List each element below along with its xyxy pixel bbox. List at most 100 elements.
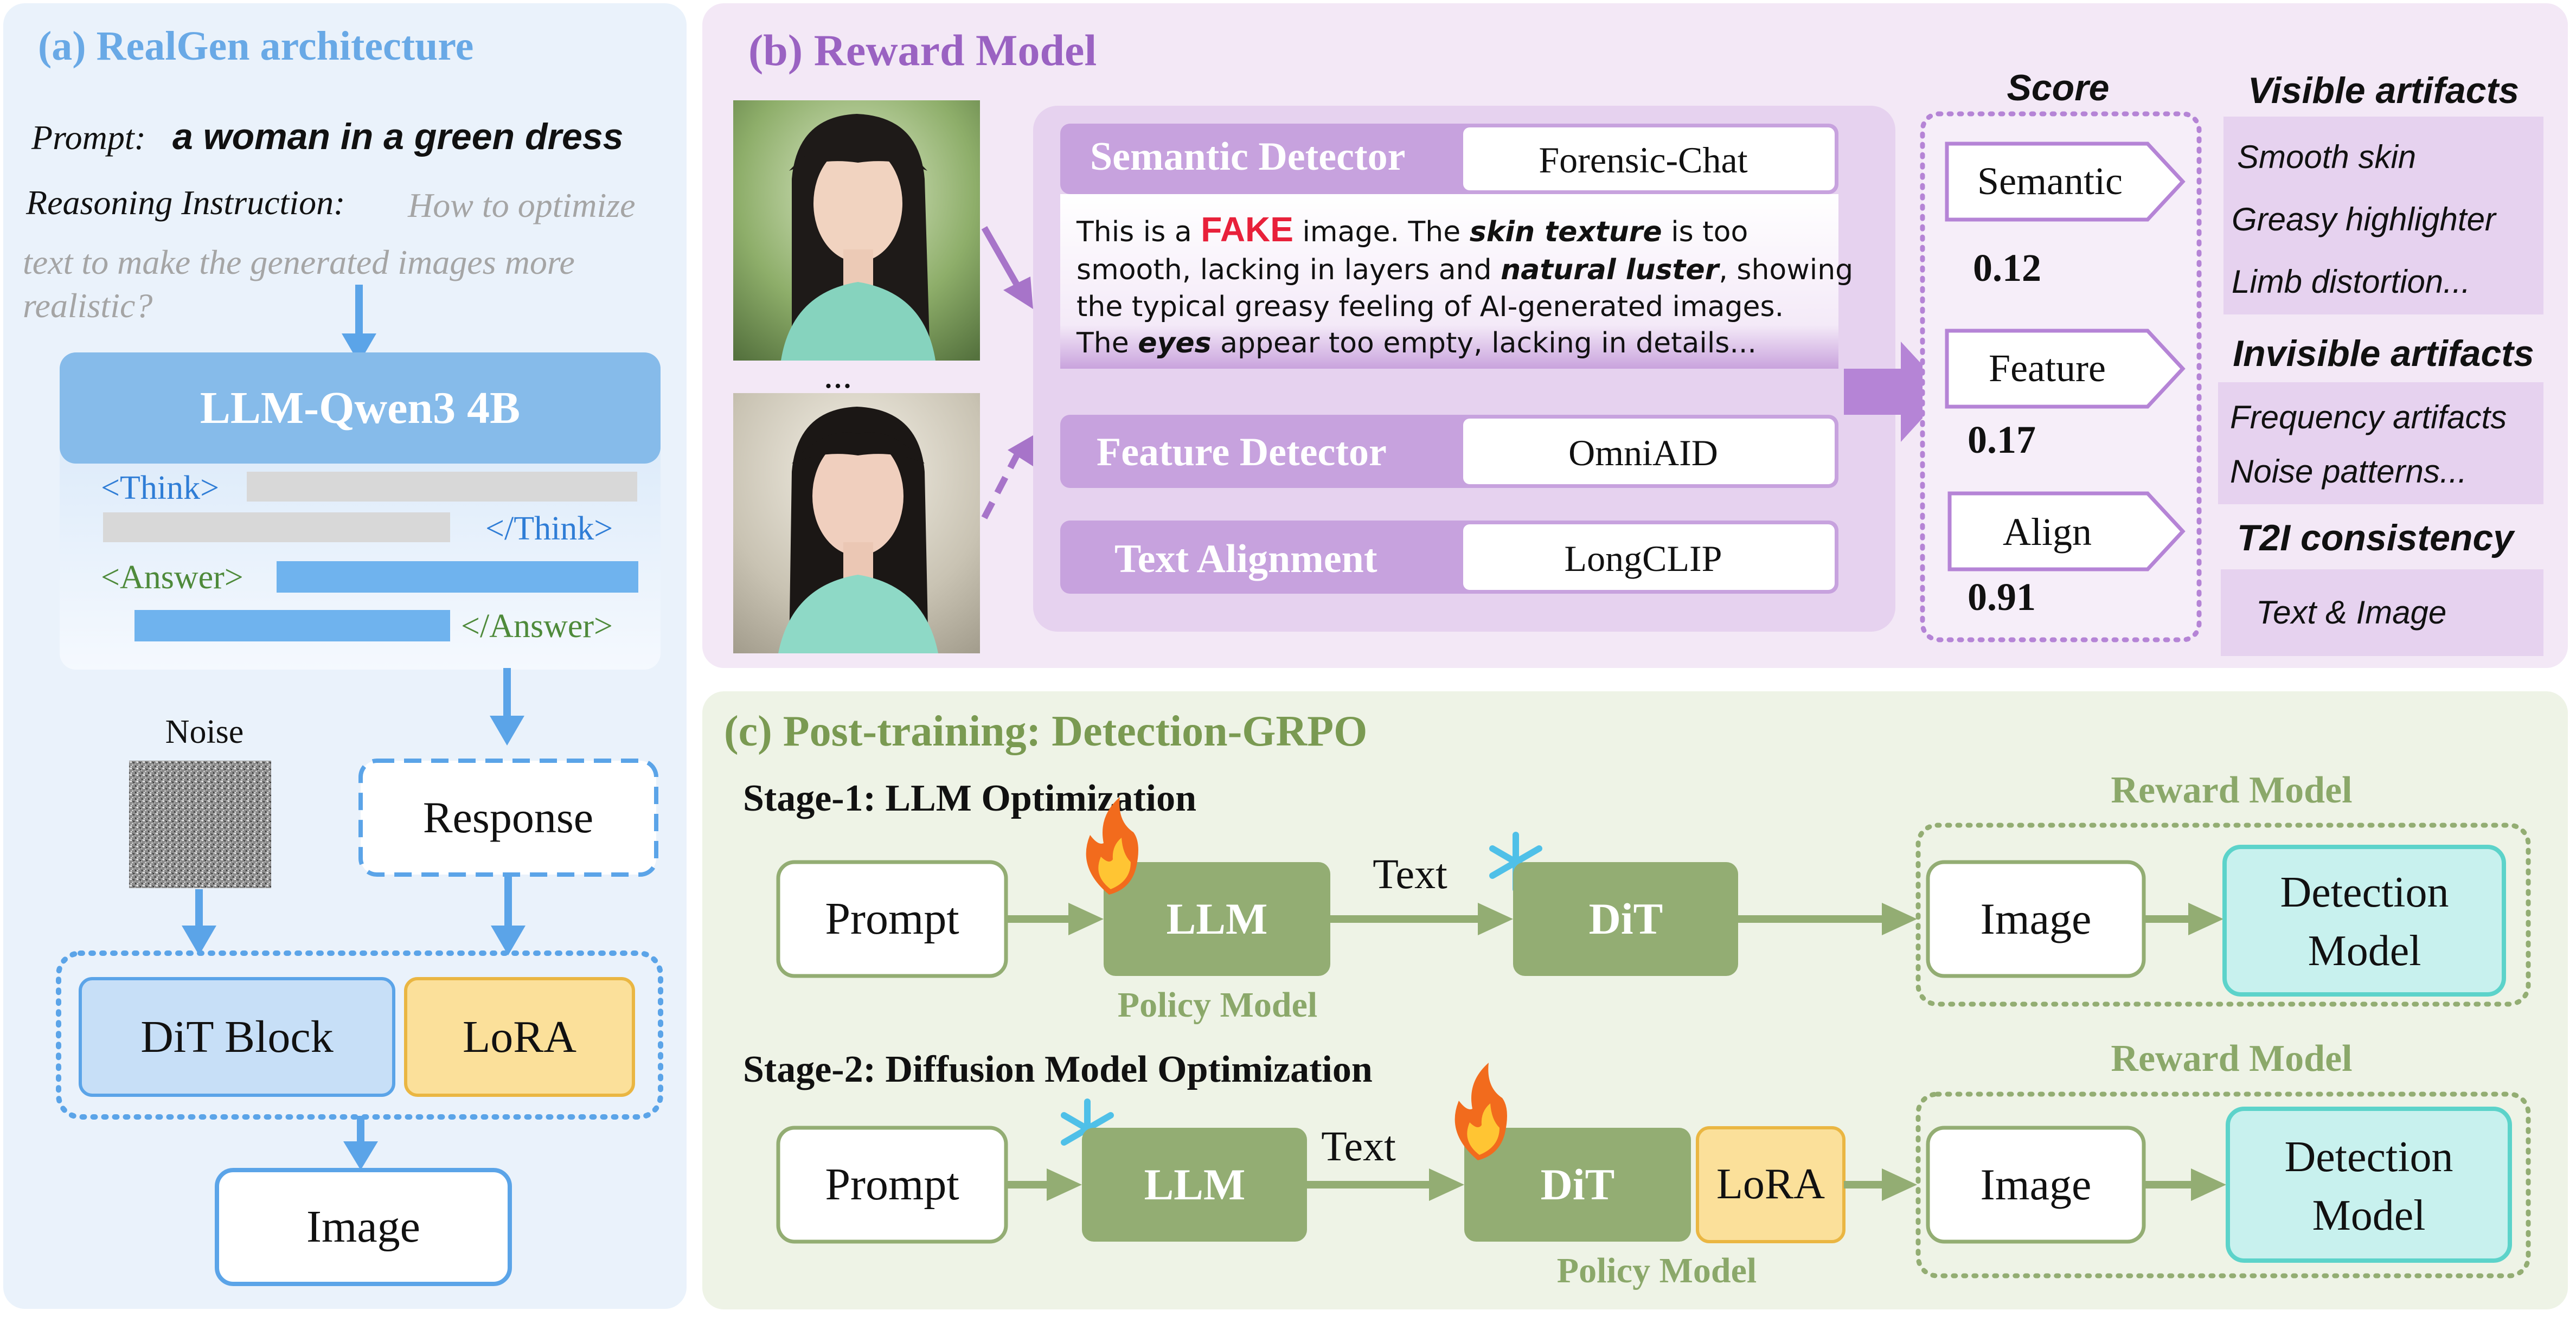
- explanation-text: The: [1076, 327, 1138, 359]
- stage1-reward-group: [1915, 823, 2531, 1007]
- t2i-item-1: Text & Image: [2256, 594, 2446, 631]
- reasoning-label: Reasoning Instruction:: [25, 183, 345, 222]
- score-feature-tag: [1945, 329, 2186, 409]
- lora-box: [404, 977, 635, 1097]
- explanation-line-4: The eyes appear too empty, lacking in de…: [1076, 327, 1757, 359]
- score-feature-value: 0.17: [1968, 418, 2036, 461]
- invisible-item-2: Noise patterns...: [2230, 453, 2467, 490]
- stage1-arrow-prompt-llm-head: [1068, 903, 1104, 935]
- prompt-text: a woman in a green dress: [172, 116, 623, 157]
- t2i-consistency-box: [2221, 569, 2543, 656]
- stage1-detection-line2: Model: [2308, 927, 2421, 975]
- panel-b-title: (b) Reward Model: [748, 25, 1097, 75]
- stage2-prompt-label: Prompt: [825, 1159, 959, 1210]
- eyes-highlight: eyes: [1138, 327, 1211, 359]
- reasoning-line-3: realistic?: [23, 286, 152, 325]
- stage2-policy-label: Policy Model: [1557, 1251, 1757, 1290]
- stage1-detection-box: [2222, 845, 2506, 997]
- stage2-reward-group: [1915, 1091, 2531, 1279]
- visible-item-3: Limb distortion...: [2232, 264, 2470, 300]
- output-image-label: Image: [306, 1202, 420, 1252]
- alignment-model-label: LongCLIP: [1565, 538, 1722, 579]
- stage2-fire-icon: [1454, 1063, 1507, 1160]
- llm-header: [60, 352, 661, 464]
- stage2-lora-label: LoRA: [1716, 1160, 1825, 1208]
- answer-bar-2: [134, 610, 450, 641]
- arrow-to-llm-head: [342, 333, 376, 363]
- stage1-arrow-dit-reward-head: [1882, 903, 1917, 935]
- invisible-artifacts-box: [2218, 382, 2543, 504]
- stage2-image-box: [1926, 1126, 2146, 1244]
- visible-artifacts-box: [2223, 117, 2543, 314]
- dit-block-box: [79, 977, 395, 1097]
- dit-block-label: DiT Block: [140, 1012, 333, 1062]
- answer-open-tag: <Answer>: [101, 559, 243, 596]
- visible-item-2: Greasy highlighter: [2232, 201, 2497, 237]
- reasoning-line-2: text to make the generated images more: [23, 243, 575, 281]
- stage1-reward-label: Reward Model: [2111, 769, 2352, 811]
- woman-photo-1: [733, 100, 980, 361]
- response-box: [358, 759, 658, 877]
- alignment-model-box: [1463, 524, 1835, 590]
- think-bar-2: [103, 512, 450, 542]
- stage2-arrow-image-detection-head: [2191, 1168, 2226, 1201]
- explanation-text: image. The: [1293, 216, 1470, 248]
- arrow-to-response-head: [490, 716, 524, 746]
- score-align-value: 0.91: [1968, 575, 2036, 619]
- response-label: Response: [423, 793, 593, 842]
- think-open-tag: <Think>: [101, 470, 219, 506]
- explanation-text: smooth, lacking in layers and: [1076, 254, 1501, 286]
- stage1-dit-box: [1513, 862, 1738, 976]
- semantic-model-box: [1463, 127, 1835, 190]
- text-alignment-label: Text Alignment: [1114, 537, 1377, 581]
- stage1-llm-label: LLM: [1167, 894, 1268, 943]
- dit-lora-group: [56, 950, 663, 1120]
- reasoning-line-1: How to optimize: [407, 186, 636, 224]
- semantic-model-label: Forensic-Chat: [1539, 139, 1747, 181]
- panel-a: (a) RealGen architecture Prompt: a woman…: [3, 3, 687, 1309]
- panel-c-title: (c) Post-training: Detection-GRPO: [724, 708, 1367, 755]
- explanation-line-1: This is a FAKE image. The skin texture i…: [1076, 210, 1748, 249]
- stage1-image-box: [1926, 860, 2146, 978]
- stage1-image-label: Image: [1981, 894, 2092, 943]
- semantic-detector-label: Semantic Detector: [1090, 134, 1405, 179]
- panel-b: (b) Reward Model ... Semantic: [702, 3, 2568, 668]
- score-align-tag: [1947, 491, 2186, 571]
- llm-title: LLM-Qwen3 4B: [200, 383, 520, 433]
- explanation-text: is too: [1662, 216, 1748, 248]
- stage1-fire-icon: [1086, 797, 1138, 895]
- answer-bar-1: [277, 561, 638, 593]
- output-image-box: [215, 1168, 512, 1286]
- stage1-policy-label: Policy Model: [1118, 985, 1317, 1025]
- score-semantic-value: 0.12: [1973, 246, 2041, 290]
- natural-luster-highlight: natural luster: [1501, 254, 1721, 286]
- stage1-dit-label: DiT: [1589, 894, 1663, 943]
- arrow-photo1-head: [1003, 277, 1033, 309]
- stage2-detection-line1: Detection: [2285, 1133, 2453, 1181]
- stage2-reward-label: Reward Model: [2111, 1038, 2352, 1080]
- explanation-box: [1060, 194, 1838, 369]
- stage2-text-label: Text: [1321, 1122, 1396, 1170]
- prompt-label: Prompt:: [31, 118, 146, 157]
- panel-a-title: (a) RealGen architecture: [38, 23, 473, 69]
- answer-close-tag: </Answer>: [461, 608, 613, 645]
- stage2-dit-box: [1464, 1128, 1691, 1242]
- stage2-dit-label: DiT: [1541, 1160, 1615, 1209]
- stage1-title: Stage-1: LLM Optimization: [743, 778, 1196, 819]
- feature-model-box: [1463, 419, 1835, 484]
- stage2-llm-label: LLM: [1144, 1160, 1246, 1209]
- explanation-line-3: the typical greasy feeling of AI-generat…: [1076, 291, 1784, 323]
- stage2-image-label: Image: [1981, 1160, 2092, 1209]
- invisible-artifacts-title: Invisible artifacts: [2233, 333, 2534, 374]
- stage1-detection-line1: Detection: [2280, 869, 2449, 916]
- stage1-llm-box: [1104, 862, 1330, 976]
- visible-item-1: Smooth skin: [2237, 139, 2416, 175]
- think-close-tag: </Think>: [485, 510, 613, 547]
- arrow-photo1-to-detector: [981, 226, 1020, 286]
- fake-label: FAKE: [1201, 210, 1293, 249]
- stage1-arrow-llm-dit-head: [1478, 903, 1513, 935]
- feature-model-label: OmniAID: [1568, 432, 1718, 473]
- score-semantic-label: Semantic: [1977, 159, 2123, 203]
- lora-label: LoRA: [463, 1012, 576, 1062]
